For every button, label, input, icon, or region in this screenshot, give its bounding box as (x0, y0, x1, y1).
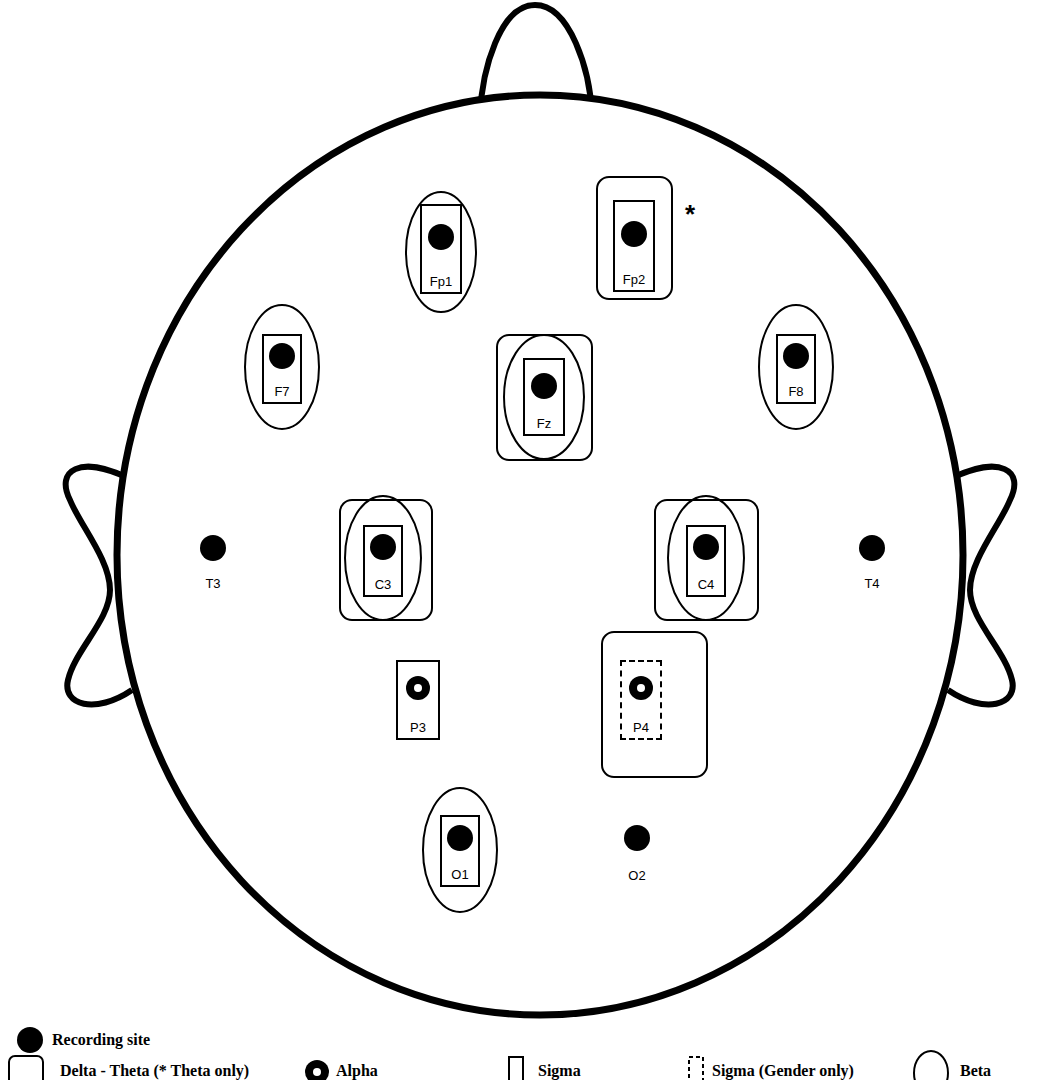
electrode-label: T4 (864, 577, 879, 590)
alpha-site-center (637, 684, 645, 692)
recording-site (269, 343, 295, 369)
electrode-label: Fp1 (430, 275, 452, 288)
electrode-label: O2 (628, 869, 645, 882)
footnote-mark: * (685, 201, 695, 227)
electrode-label: T3 (205, 577, 220, 590)
legend-swatch (688, 1056, 704, 1080)
sigma-box: C3 (363, 525, 403, 597)
legend-swatch (508, 1056, 524, 1080)
electrode-label: C4 (698, 578, 715, 591)
legend-text: Beta (960, 1063, 991, 1079)
recording-site (624, 825, 650, 851)
legend-swatch (913, 1050, 949, 1080)
sigma-box: Fp2 (613, 200, 655, 292)
electrode-label: C3 (375, 578, 392, 591)
recording-site (370, 534, 396, 560)
recording-site (447, 825, 473, 851)
electrode-label: O1 (451, 868, 468, 881)
sigma-box: Fp1 (420, 204, 462, 294)
beta-outline (759, 305, 833, 429)
recording-site (531, 373, 557, 399)
beta-outline (406, 192, 476, 312)
delta-theta-outline (655, 500, 758, 620)
electrode-label: Fp2 (623, 273, 645, 286)
sigma-box: F8 (776, 334, 816, 404)
recording-site (859, 535, 885, 561)
legend-ring (305, 1060, 329, 1080)
sigma-box: P3 (396, 660, 440, 740)
beta-outline (345, 496, 421, 620)
delta-theta-outline (597, 177, 672, 299)
head-outline (117, 95, 963, 1015)
beta-outline (245, 305, 319, 429)
electrode-label: P4 (633, 721, 649, 734)
delta-theta-outline (602, 632, 707, 777)
beta-outline (504, 335, 584, 459)
recording-site (621, 221, 647, 247)
electrode-label: P3 (410, 721, 426, 734)
legend-text: Alpha (336, 1063, 378, 1079)
recording-site (428, 224, 454, 250)
beta-outline (423, 788, 497, 912)
legend-box (509, 1057, 523, 1080)
electrode-label: Fz (537, 417, 551, 430)
recording-site (693, 534, 719, 560)
delta-theta-outline (497, 335, 592, 460)
recording-site (200, 535, 226, 561)
legend-ellipse (914, 1051, 948, 1080)
sigma-box: C4 (686, 525, 726, 597)
beta-outline (668, 496, 744, 620)
legend-swatch (8, 1055, 44, 1080)
legend-dot (17, 1027, 43, 1053)
sigma-box: O1 (440, 815, 480, 887)
alpha-site (629, 676, 653, 700)
legend-swatch (304, 1059, 330, 1080)
legend-text: Sigma (Gender only) (712, 1063, 854, 1079)
recording-site (783, 343, 809, 369)
electrode-label: F7 (274, 385, 289, 398)
legend-rounded-box (9, 1056, 43, 1080)
sigma-gender-box: P4 (620, 660, 662, 740)
alpha-site-center (414, 684, 422, 692)
legend-text: Delta - Theta (* Theta only) (60, 1063, 249, 1079)
legend-text: Sigma (538, 1063, 581, 1079)
electrode-label: F8 (788, 385, 803, 398)
legend-swatch (16, 1026, 44, 1054)
legend-box (689, 1057, 703, 1080)
alpha-site (406, 676, 430, 700)
sigma-box: Fz (523, 358, 565, 436)
sigma-box: F7 (262, 334, 302, 404)
legend-text: Recording site (52, 1032, 150, 1048)
legend-ring-center (313, 1068, 321, 1076)
